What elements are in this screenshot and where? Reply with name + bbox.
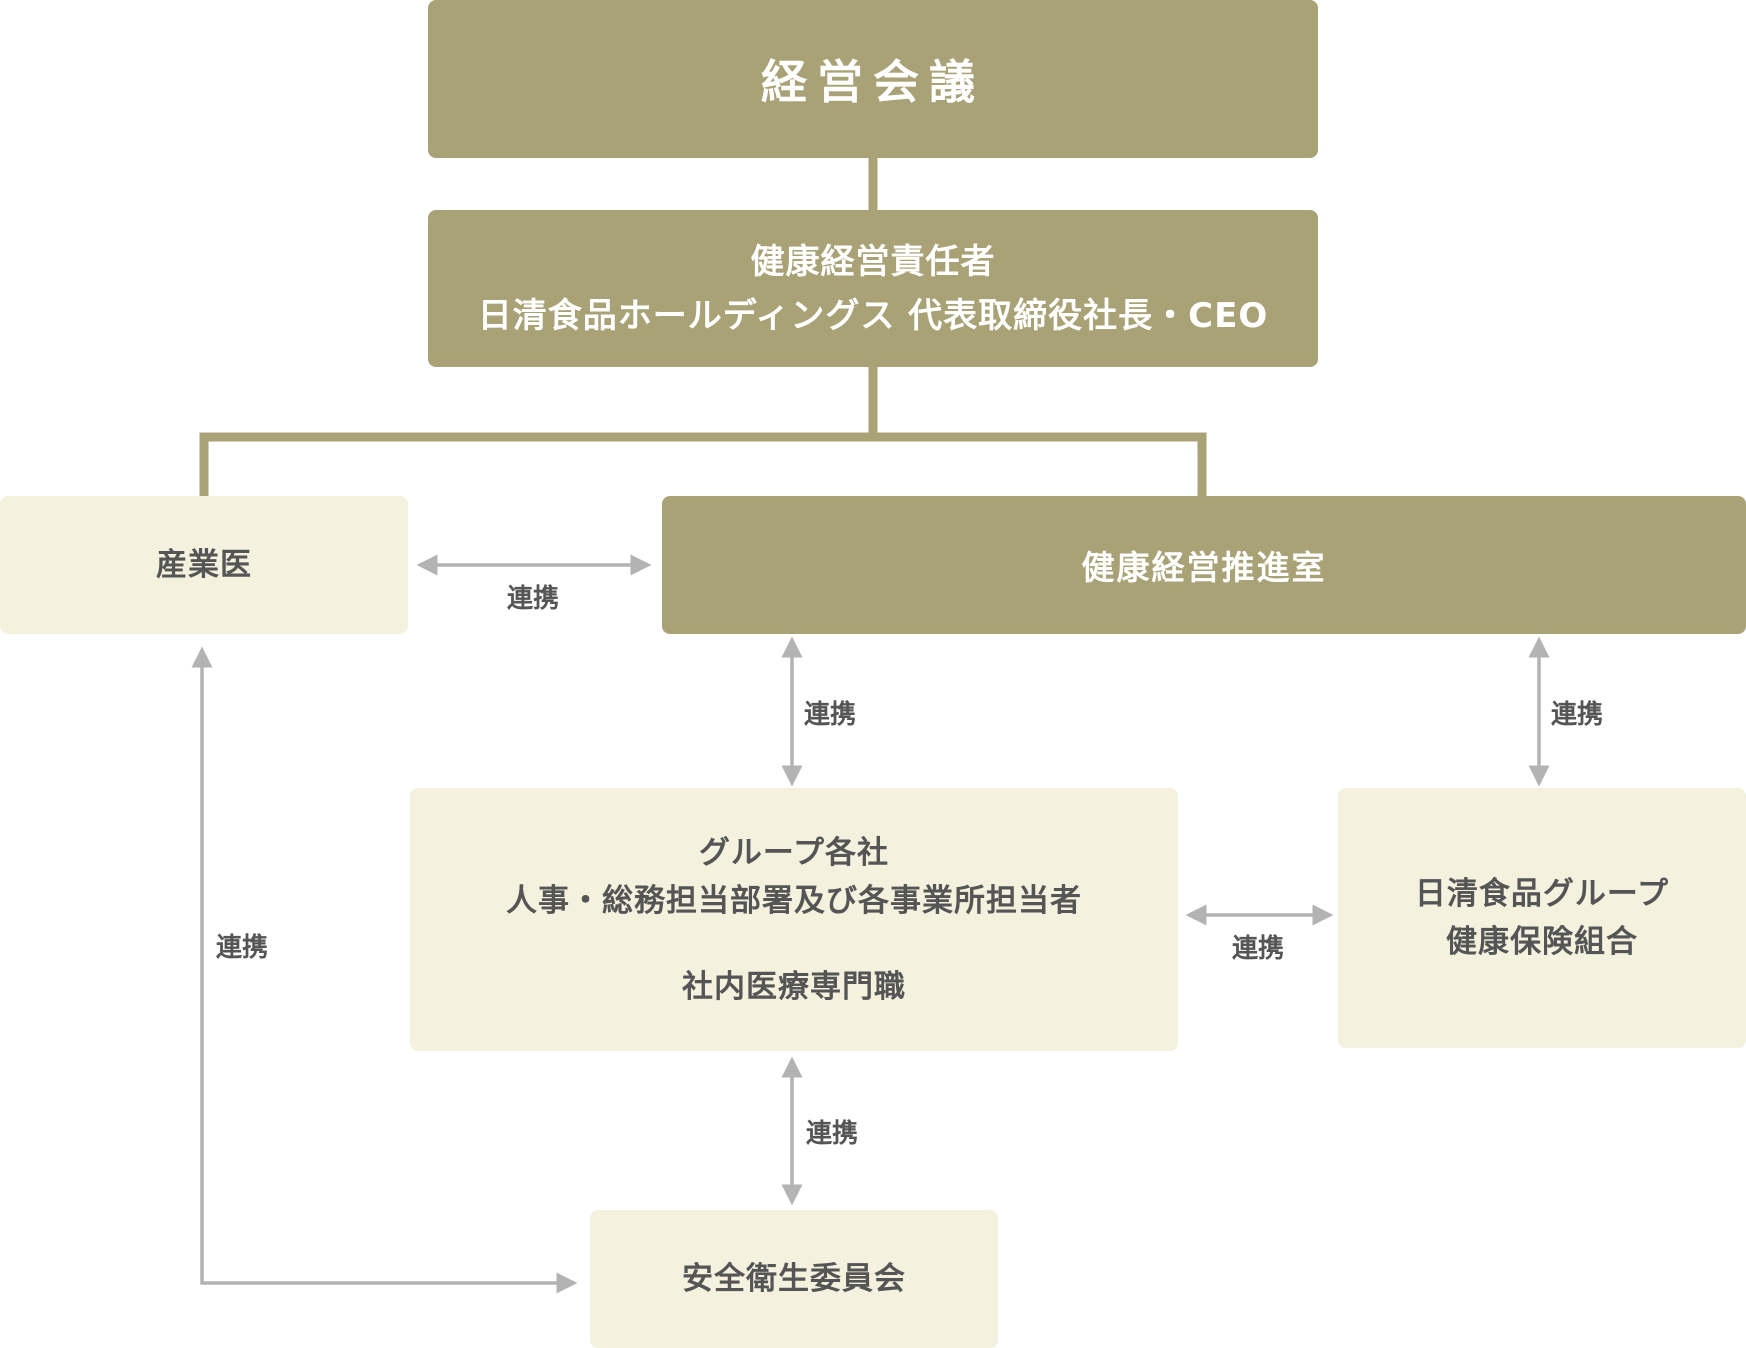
box-board: 経営会議 [428,0,1318,158]
label-doctor-committee: 連携 [216,933,269,963]
label-group-committee: 連携 [806,1119,859,1149]
label-office-group: 連携 [804,700,857,730]
group-title: グループ各社 [698,834,890,871]
office-title: 健康経営推進室 [1081,548,1327,587]
box-industrial-doctor: 産業医 [0,496,408,634]
arrow-doctor-committee [191,646,578,1294]
officer-position: 日清食品ホールディングス 代表取締役社長・CEO [477,295,1269,336]
committee-title: 安全衛生委員会 [682,1261,906,1297]
box-health-office: 健康経営推進室 [662,496,1746,634]
box-safety-committee: 安全衛生委員会 [590,1210,998,1348]
box-group-companies: グループ各社 人事・総務担当部署及び各事業所担当者 社内医療専門職 [410,788,1178,1051]
officer-title: 健康経営責任者 [750,241,996,282]
doctor-title: 産業医 [156,547,252,583]
insurance-subtitle: 健康保険組合 [1446,924,1638,960]
group-medical-staff: 社内医療専門職 [682,968,906,1005]
label-doctor-office: 連携 [507,584,560,614]
group-departments: 人事・総務担当部署及び各事業所担当者 [506,882,1082,919]
link-arrows [191,554,1550,1294]
label-office-insurance: 連携 [1551,700,1604,730]
box-health-insurance: 日清食品グループ 健康保険組合 [1338,788,1746,1048]
board-title: 経営会議 [761,55,985,109]
hierarchy-lines [199,158,1207,496]
insurance-title: 日清食品グループ [1414,876,1670,912]
line-branch-horizontal [199,432,1207,496]
box-officer: 健康経営責任者 日清食品ホールディングス 代表取締役社長・CEO [428,210,1318,367]
label-group-insurance: 連携 [1232,934,1285,964]
